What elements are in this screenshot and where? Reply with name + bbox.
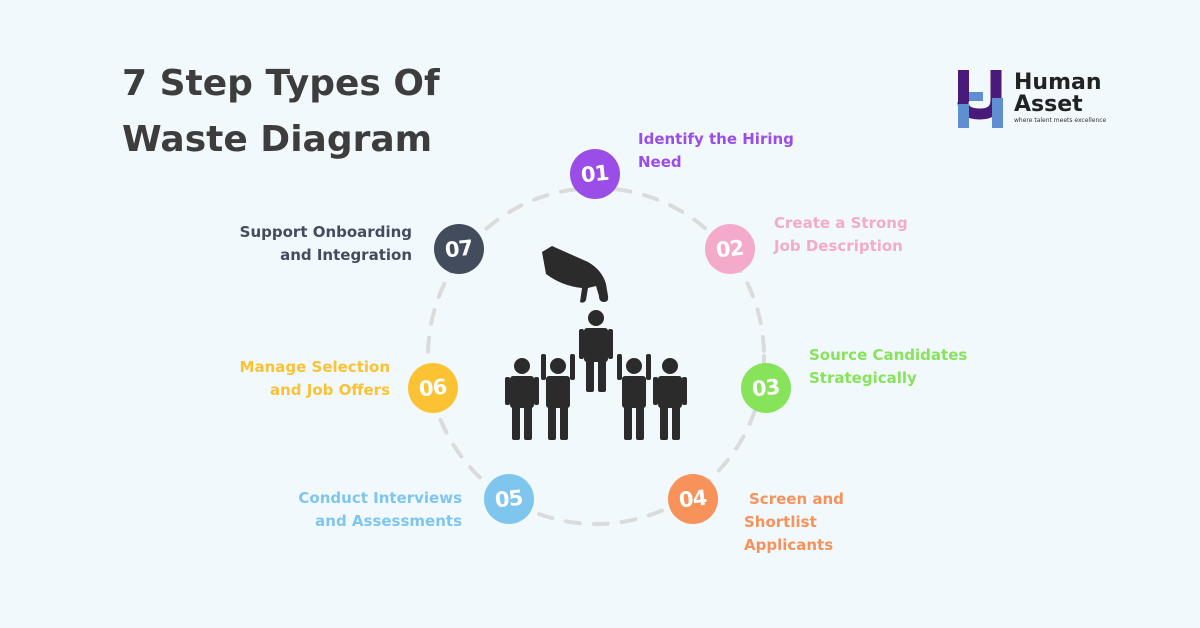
brand-logo: Human Asset where talent meets excellenc… (956, 68, 1116, 132)
step-07-label: Support Onboarding and Integration (192, 221, 412, 267)
step-04-badge: 04 (668, 474, 718, 524)
step-07-label-line-1: Support Onboarding (239, 223, 412, 241)
step-06-badge: 06 (408, 363, 458, 413)
step-05-label-line-2: and Assessments (315, 512, 462, 530)
step-01-label: Identify the Hiring Need (638, 128, 794, 174)
step-04-label-line-1: Screen and (749, 490, 844, 508)
step-06-label-line-2: and Job Offers (269, 381, 390, 399)
step-02-label-line-2: Job Description (774, 237, 903, 255)
logo-tagline: where talent meets excellence (1014, 117, 1107, 124)
step-05-label-line-1: Conduct Interviews (298, 489, 462, 507)
step-07-badge: 07 (434, 224, 484, 274)
logo-line-1: Human (1014, 70, 1102, 95)
step-06-label: Manage Selection and Job Offers (190, 356, 390, 402)
step-02-number: 02 (715, 235, 745, 263)
step-03-badge: 03 (741, 363, 791, 413)
step-07-label-line-2: and Integration (280, 246, 412, 264)
step-05-badge: 05 (484, 474, 534, 524)
step-06-number: 06 (418, 374, 448, 402)
step-03-number: 03 (751, 374, 781, 402)
logo-line-2: Asset (1014, 92, 1083, 117)
step-01-badge: 01 (570, 149, 620, 199)
step-03-label-line-1: Source Candidates (809, 346, 968, 364)
step-02-label-line-1: Create a Strong (774, 214, 908, 232)
step-02-label: Create a Strong Job Description (774, 212, 908, 258)
logo-wordmark: Human Asset (1014, 72, 1102, 116)
step-04-number: 04 (678, 485, 708, 513)
hiring-hand-people-icon (505, 246, 687, 440)
page-title: 7 Step Types Of Waste Diagram (122, 56, 440, 168)
step-01-label-line-1: Identify the Hiring (638, 130, 794, 148)
step-01-number: 01 (580, 160, 610, 188)
step-07-number: 07 (444, 235, 474, 263)
step-02-badge: 02 (705, 224, 755, 274)
step-04-label-line-3: Applicants (744, 536, 834, 554)
step-04-label: Screen and Shortlist Applicants (744, 488, 844, 557)
step-04-label-line-2: Shortlist (744, 513, 817, 531)
step-03-label: Source Candidates Strategically (809, 344, 967, 390)
step-05-label: Conduct Interviews and Assessments (262, 487, 462, 533)
step-01-label-line-2: Need (638, 153, 682, 171)
title-line-2: Waste Diagram (122, 119, 433, 160)
title-line-1: 7 Step Types Of (122, 63, 440, 104)
step-03-label-line-2: Strategically (809, 369, 917, 387)
human-asset-logo-icon (957, 70, 1003, 128)
step-05-number: 05 (494, 485, 524, 513)
step-06-label-line-1: Manage Selection (239, 358, 390, 376)
